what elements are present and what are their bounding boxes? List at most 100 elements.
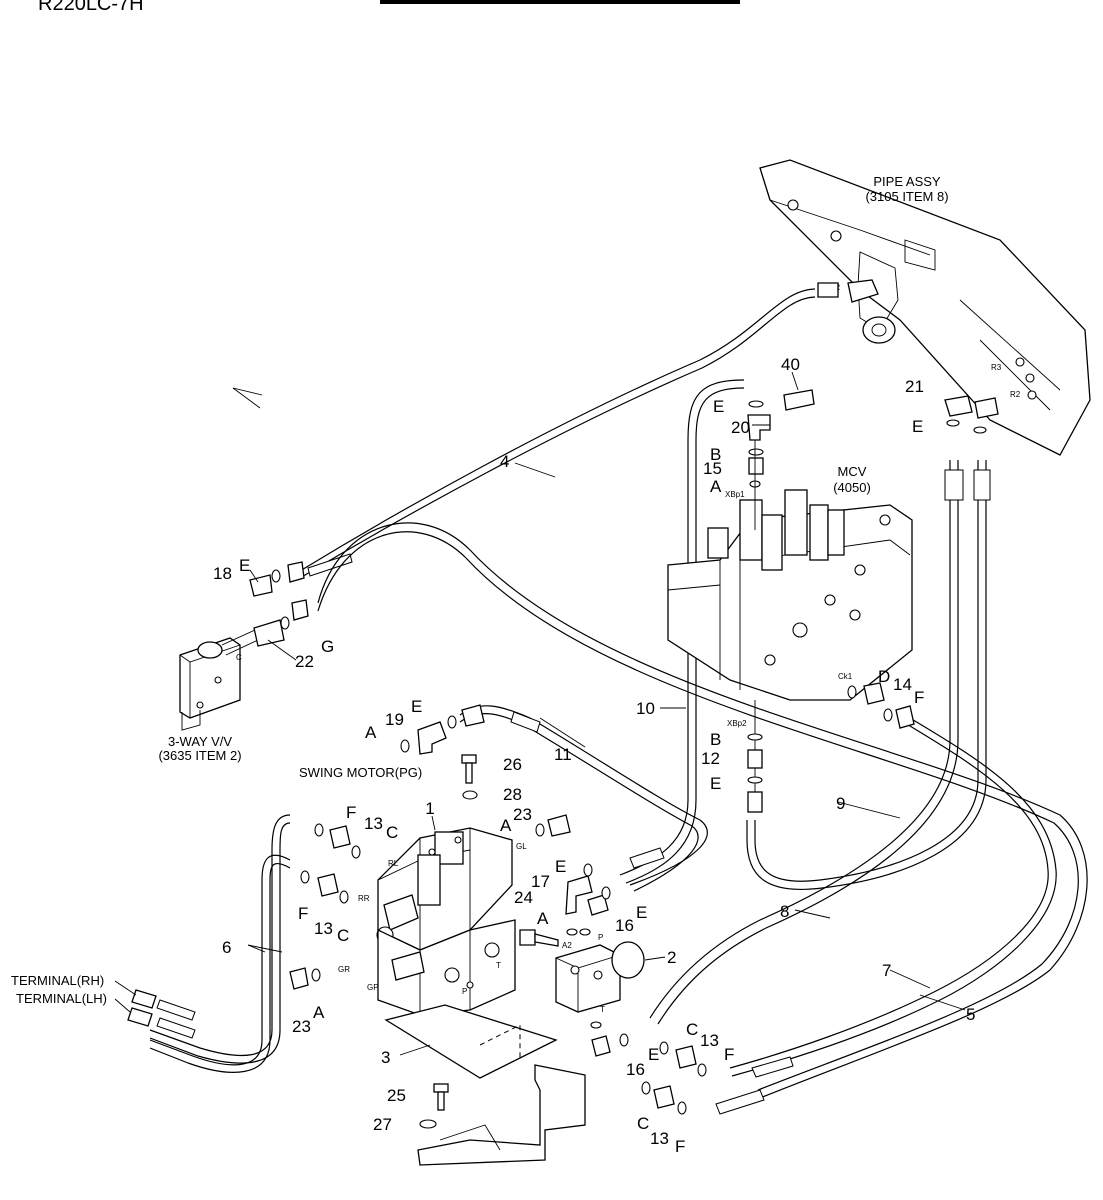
terminal-rh-label: TERMINAL(RH) [11, 973, 104, 988]
letter-a-1: A [710, 477, 722, 496]
letter-c-1: C [386, 823, 398, 842]
bracket-3 [384, 1004, 586, 1166]
port-rr: RR [358, 894, 370, 903]
letter-f-5: F [675, 1137, 685, 1156]
hose-5 [317, 522, 1088, 1115]
hose-7 [729, 714, 1057, 1078]
port-ck1: Ck1 [838, 672, 853, 681]
letter-e-8: E [648, 1045, 659, 1064]
letter-c-2: C [337, 926, 349, 945]
letter-f-1: F [346, 803, 356, 822]
port-p: P [462, 987, 467, 996]
letter-e-5: E [710, 774, 721, 793]
hose-6 [149, 814, 291, 1073]
callout-1: 1 [425, 799, 434, 818]
mcv-control-valve: MCV (4050) XBp1 XBp2 Ck1 [667, 464, 913, 728]
port-a2: A2 [562, 941, 572, 950]
callout-11: 11 [554, 745, 572, 764]
three-way-valve: C 3-WAY V/V (3635 ITEM 2) [158, 629, 259, 763]
port-xbp1: XBp1 [725, 490, 745, 499]
letter-a-2: A [365, 723, 377, 742]
model-number: R220LC-7H [38, 0, 144, 15]
letter-a-3: A [500, 816, 512, 835]
letter-c-3: C [686, 1020, 698, 1039]
terminal-fittings [127, 989, 157, 1027]
letter-b-2: B [710, 730, 721, 749]
callout-21: 21 [905, 377, 924, 396]
swing-motor-label: SWING MOTOR(PG) [299, 765, 422, 780]
swing-valve-block: RL RR GL [358, 827, 527, 950]
letter-e-1: E [713, 397, 724, 416]
callout-17: 17 [531, 872, 550, 891]
fitting-21 [944, 395, 999, 434]
fitting-17-16 [565, 863, 611, 936]
port-r2: R2 [1010, 390, 1021, 399]
swing-motor-fittings [400, 704, 485, 755]
bolt-24 [519, 929, 559, 947]
leader-lines [232, 371, 966, 1056]
hose-11 [459, 705, 708, 892]
callout-26: 26 [503, 755, 522, 774]
port-xbp2: XBp2 [727, 719, 747, 728]
xbp1-fittings [747, 389, 815, 530]
mcv-ref: (4050) [833, 480, 871, 495]
valve-label: 3-WAY V/V [168, 734, 232, 749]
callout-4: 4 [500, 452, 509, 471]
port-gp: GP [367, 983, 379, 992]
pipe-assy: PIPE ASSY (3105 ITEM 8) BR R3 R2 [759, 159, 1091, 456]
letter-e-6: E [555, 857, 566, 876]
callout-19: 19 [385, 710, 404, 729]
letter-e-7: E [636, 903, 647, 922]
callout-3: 3 [381, 1048, 390, 1067]
xbp2-fittings [747, 700, 763, 813]
callout-40: 40 [781, 355, 800, 374]
callout-28: 28 [503, 785, 522, 804]
letter-e-4: E [411, 697, 422, 716]
port-t: T [496, 961, 501, 970]
letter-f-4: F [724, 1045, 734, 1064]
pipe-assy-label: PIPE ASSY [873, 174, 941, 189]
callout-23-b: 23 [292, 1017, 311, 1036]
callout-20: 20 [731, 418, 750, 437]
letter-a-4: A [537, 909, 549, 928]
callout-27: 27 [373, 1115, 392, 1134]
fitting-23-gl [535, 814, 571, 837]
letter-d-1: D [878, 667, 890, 686]
callout-15: 15 [703, 459, 722, 478]
port-rl: RL [388, 859, 399, 868]
terminal-rh-leader [114, 980, 137, 996]
callout-10: 10 [636, 699, 655, 718]
callout-numbers: 1 2 3 4 5 6 7 8 9 10 11 12 13 13 13 13 1… [213, 355, 975, 1148]
valve-ref: (3635 ITEM 2) [158, 748, 241, 763]
callout-18: 18 [213, 564, 232, 583]
pipe-assy-ref: (3105 ITEM 8) [865, 189, 948, 204]
callout-13-d: 13 [650, 1129, 669, 1148]
block-2: A2 T P [555, 933, 645, 1014]
letter-e-3: E [239, 556, 250, 575]
hose-9 [746, 460, 991, 890]
letter-b-1: B [710, 445, 721, 464]
port-gl: GL [516, 842, 527, 851]
port-r3: R3 [991, 363, 1002, 372]
fittings-left [289, 823, 361, 990]
washer-28 [462, 790, 478, 800]
callout-5: 5 [966, 1005, 975, 1024]
hose-8 [649, 460, 964, 1025]
callout-14: 14 [893, 675, 912, 694]
letter-e-2: E [912, 417, 923, 436]
callout-9: 9 [836, 794, 845, 813]
port-t2: T [600, 1005, 605, 1014]
callout-22: 22 [295, 652, 314, 671]
letter-c-4: C [637, 1114, 649, 1133]
callout-16-a: 16 [615, 916, 634, 935]
letter-g-1: G [321, 637, 334, 656]
callout-12: 12 [701, 749, 720, 768]
letter-a-5: A [313, 1003, 325, 1022]
callout-13-a: 13 [364, 814, 383, 833]
manifold-block: P T GR GP [338, 919, 516, 1016]
fitting-14 [847, 682, 915, 729]
callout-7: 7 [882, 961, 891, 980]
callout-25: 25 [387, 1086, 406, 1105]
letter-f-3: F [914, 688, 924, 707]
fittings-bottom-right [590, 1021, 707, 1115]
